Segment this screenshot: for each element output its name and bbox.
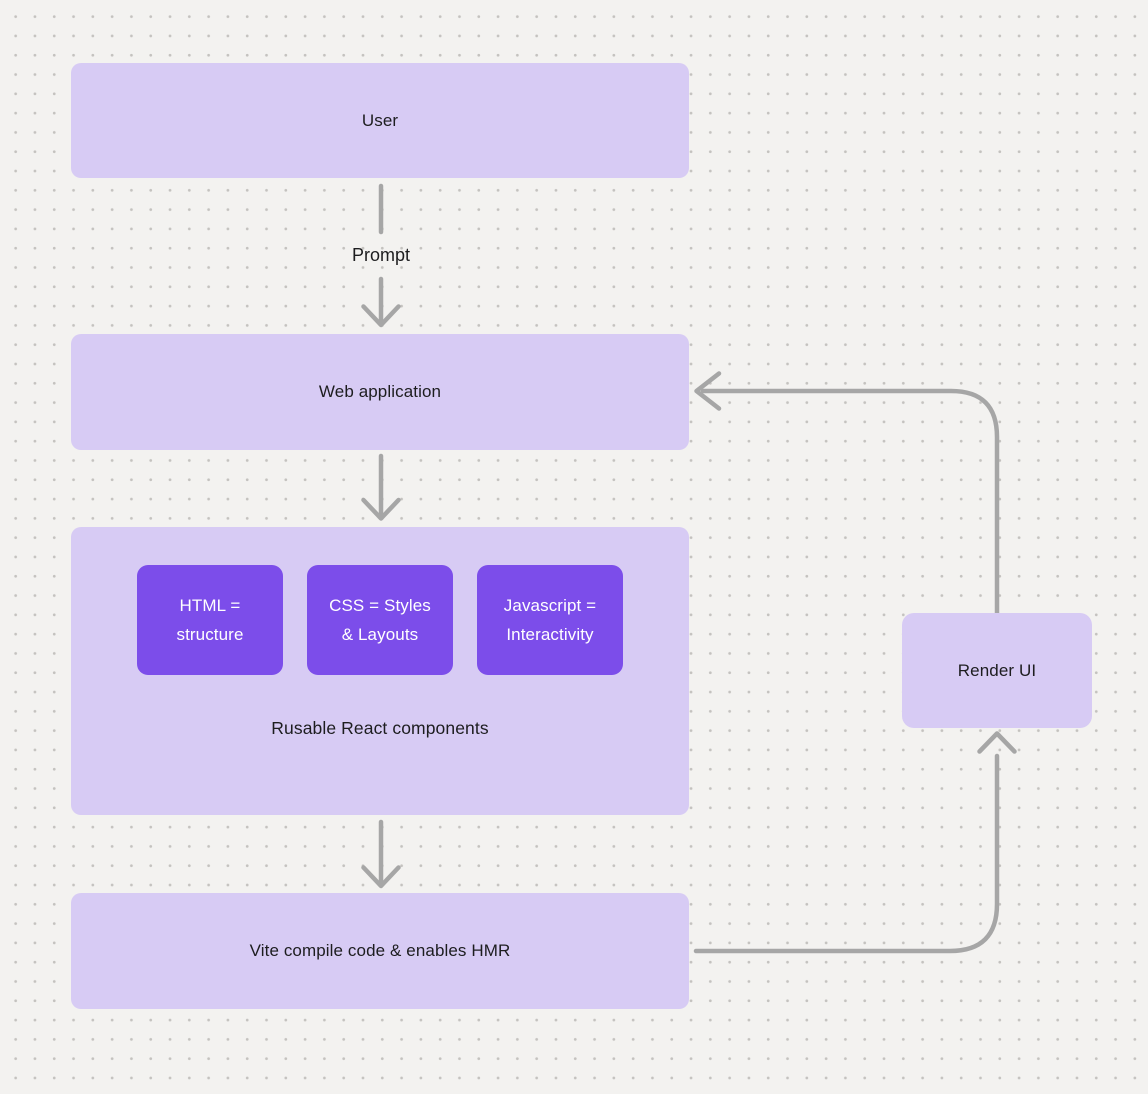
node-vite[interactable]: Vite compile code & enables HMR <box>71 893 689 1009</box>
connector-webapp-to-components-arrow[interactable] <box>361 453 401 521</box>
node-html-structure[interactable]: HTML = structure <box>137 565 283 675</box>
node-render-ui[interactable]: Render UI <box>902 613 1092 728</box>
node-user[interactable]: User <box>71 63 689 178</box>
node-user-label: User <box>361 110 399 130</box>
connector-renderui-to-webapp-arrow[interactable] <box>694 371 1000 616</box>
node-web-application-label: Web application <box>318 382 442 401</box>
node-html-structure-line1: HTML = <box>179 596 241 615</box>
node-html-structure-line2: structure <box>176 625 244 644</box>
node-components-group[interactable]: HTML = structure CSS = Styles & Layouts … <box>71 527 689 815</box>
node-css-styles-line1: CSS = Styles <box>329 596 431 615</box>
node-web-application[interactable]: Web application <box>71 334 689 450</box>
components-group-caption: Rusable React components <box>271 718 489 738</box>
node-javascript-interactivity[interactable]: Javascript = Interactivity <box>477 565 623 675</box>
node-css-styles[interactable]: CSS = Styles & Layouts <box>307 565 453 675</box>
connector-prompt-to-webapp-arrow[interactable] <box>361 276 401 328</box>
node-javascript-interactivity-line1: Javascript = <box>503 596 597 615</box>
node-vite-label: Vite compile code & enables HMR <box>249 941 511 960</box>
node-css-styles-line2: & Layouts <box>341 625 419 644</box>
node-render-ui-label: Render UI <box>957 660 1037 680</box>
edge-label-prompt: Prompt <box>351 245 411 265</box>
node-javascript-interactivity-line2: Interactivity <box>506 625 594 644</box>
connector-vite-to-renderui-arrow[interactable] <box>693 731 1017 954</box>
connector-components-to-vite-arrow[interactable] <box>361 819 401 889</box>
